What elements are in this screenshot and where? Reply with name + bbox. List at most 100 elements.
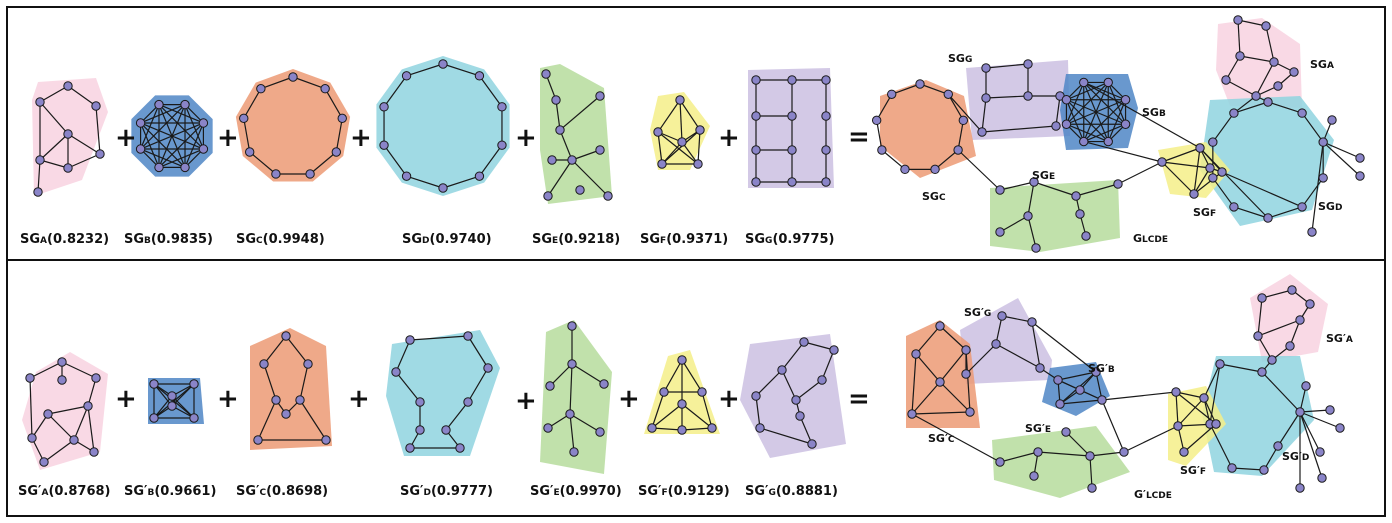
graph-node [547, 155, 557, 165]
graph-node [25, 373, 35, 383]
graph-node [551, 95, 561, 105]
graph-edge [891, 83, 921, 95]
graph-node [1307, 227, 1317, 237]
subgraph-c-region [235, 69, 351, 182]
graph-node [1251, 91, 1261, 101]
subgraph-b-prime-score-label: SG′B(0.9661) [124, 484, 217, 499]
graph-node [1199, 393, 1209, 403]
graph-edge [803, 341, 835, 351]
graph-edge [661, 129, 701, 165]
graph-node [43, 409, 53, 419]
combined-tag-c-prime: SG′C [928, 432, 955, 445]
graph-edge [999, 181, 1035, 191]
graph-node [415, 397, 425, 407]
graph-node [930, 164, 940, 175]
graph-node [438, 59, 448, 69]
graph-node [659, 387, 669, 397]
graph-edge [383, 144, 408, 177]
graph-edge [799, 415, 813, 445]
graph-node [787, 75, 797, 85]
plus-sign: + [348, 384, 370, 414]
graph-node [1071, 191, 1081, 201]
graph-node [1317, 473, 1327, 483]
graph-node [821, 145, 831, 155]
graph-node [1035, 363, 1045, 373]
graph-node [1267, 355, 1277, 365]
graph-edge [67, 133, 101, 155]
graph-edge [759, 427, 813, 445]
graph-node [483, 363, 493, 373]
graph-edge [406, 63, 444, 77]
graph-edge [1237, 19, 1267, 27]
graph-node [965, 407, 975, 417]
combined-tag-b-prime: SG′B [1088, 362, 1115, 375]
graph-node [1119, 447, 1129, 457]
graph-edge [995, 343, 1041, 369]
graph-edge [571, 149, 601, 161]
graph-node [1173, 421, 1183, 431]
graph-node [337, 113, 347, 124]
graph-node [149, 413, 159, 423]
graph-node [27, 433, 37, 443]
graph-node [565, 409, 575, 419]
graph-edge [1083, 81, 1126, 101]
graph-edge [43, 439, 75, 463]
graph-node [1189, 189, 1199, 199]
subgraph-a-score-label: SGA(0.8232) [20, 232, 110, 247]
graph-node [543, 191, 553, 201]
graph-edge [547, 159, 573, 197]
graph-node [135, 118, 146, 128]
graph-node [167, 401, 177, 411]
graph-edge [1199, 147, 1269, 219]
graph-node [1061, 119, 1072, 129]
graph-edge [679, 99, 683, 143]
combined-tag-c: SGC [922, 190, 946, 203]
graph-node [977, 127, 987, 137]
graph-node [1318, 173, 1328, 183]
graph-node [288, 72, 298, 82]
graph-node [405, 335, 415, 345]
graph-edge [1083, 81, 1201, 149]
graph-node [555, 125, 565, 135]
graph-edge [1299, 411, 1323, 479]
graph-node [57, 357, 67, 367]
graph-node [1318, 137, 1328, 147]
graph-node [567, 321, 577, 331]
graph-edge [1055, 95, 1061, 127]
graph-edge [1161, 161, 1211, 169]
graph-edge [1177, 397, 1205, 427]
graph-node [575, 185, 585, 195]
graph-edge [1267, 101, 1303, 114]
graph-edge [1089, 455, 1093, 489]
subgraph-d-prime-score-label: SG′D(0.9777) [400, 484, 494, 499]
graph-node [320, 83, 330, 94]
graph-edge [1233, 206, 1269, 219]
graph-edge [1267, 206, 1303, 219]
graph-node [331, 147, 342, 157]
graph-edge [915, 353, 941, 383]
graph-node [1217, 167, 1227, 177]
graph-edge [1299, 411, 1321, 453]
graph-edge [1101, 399, 1125, 453]
graph-edge [651, 403, 683, 429]
graph-edge [61, 361, 97, 379]
graph-edge [985, 63, 1029, 69]
graph-node [1235, 51, 1245, 61]
graph-edge [571, 159, 609, 197]
plus-sign: + [718, 384, 740, 414]
graph-node [991, 339, 1001, 349]
graph-node [675, 95, 685, 105]
graph-node [239, 113, 249, 124]
graph-edge [697, 129, 701, 165]
graph-edge [29, 361, 63, 379]
subgraph-d-score-label: SGD(0.9740) [402, 232, 492, 247]
combined-tag-g: SGG [948, 52, 973, 65]
graph-edge [1221, 171, 1303, 208]
subgraph-g-score-label: SGG(0.9775) [745, 232, 835, 247]
graph-node [1285, 341, 1295, 351]
graph-node [281, 409, 291, 419]
combined-tag-a-prime: SG′A [1326, 332, 1353, 345]
graph-node [1023, 91, 1033, 101]
graph-node [1120, 119, 1131, 129]
graph-node [1027, 317, 1037, 327]
